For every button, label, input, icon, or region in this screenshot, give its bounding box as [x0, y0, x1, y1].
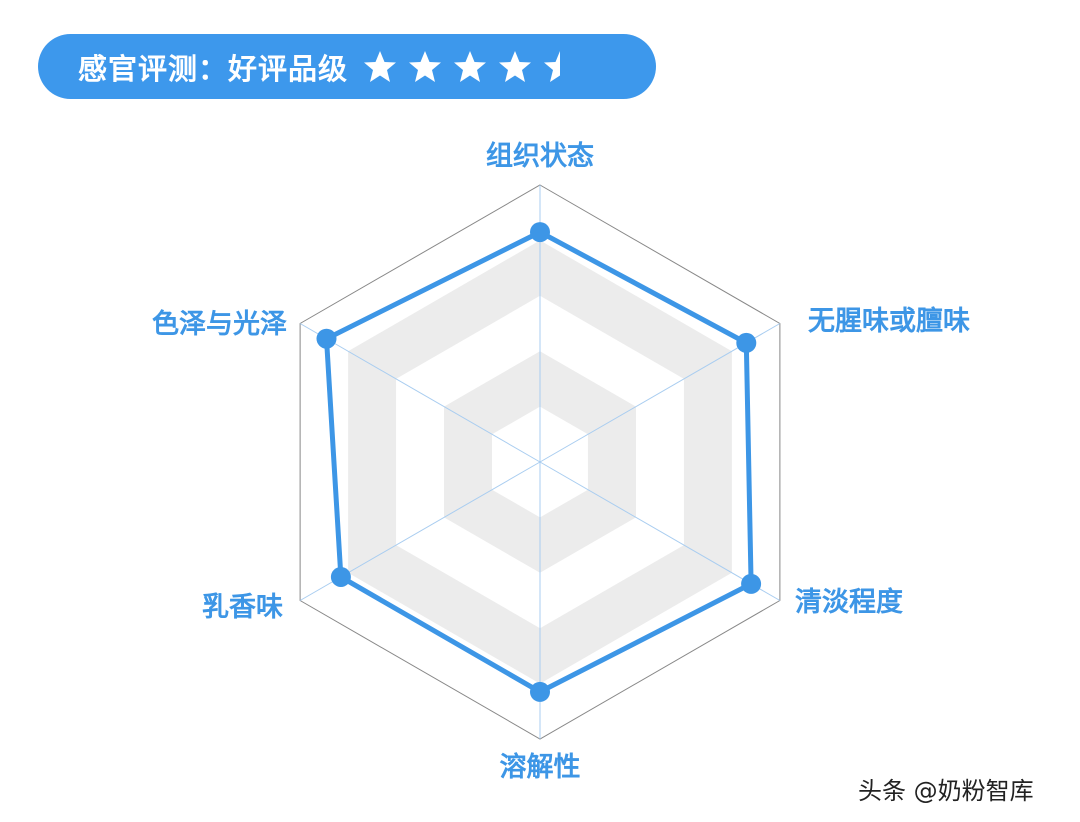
- watermark: 头条 @奶粉智库: [858, 777, 1034, 805]
- axis-spoke-2: [539, 461, 781, 601]
- axis-label-2: 清淡程度: [795, 587, 903, 618]
- data-point-1: [736, 332, 757, 353]
- star-full-icon: [454, 50, 487, 82]
- axis-label-0: 组织状态: [486, 141, 594, 172]
- data-point-4: [330, 566, 351, 587]
- star-full-icon: [409, 50, 442, 82]
- star-full-icon: [499, 50, 532, 82]
- rating-banner: 感官评测：好评品级: [38, 34, 656, 99]
- axis-spoke-5: [299, 323, 541, 463]
- data-point-0: [530, 222, 550, 243]
- data-point-5: [316, 328, 337, 349]
- axis-label-4: 乳香味: [202, 592, 283, 623]
- data-point-2: [741, 573, 762, 594]
- star-full-icon: [364, 50, 397, 82]
- star-half-icon: [544, 50, 561, 82]
- axis-label-5: 色泽与光泽: [152, 309, 287, 340]
- star-rating: [362, 49, 578, 85]
- axis-label-1: 无腥味或膻味: [808, 306, 970, 337]
- axis-label-3: 溶解性: [499, 752, 581, 783]
- data-point-3: [530, 681, 550, 702]
- banner-title: 感官评测：好评品级: [78, 51, 349, 86]
